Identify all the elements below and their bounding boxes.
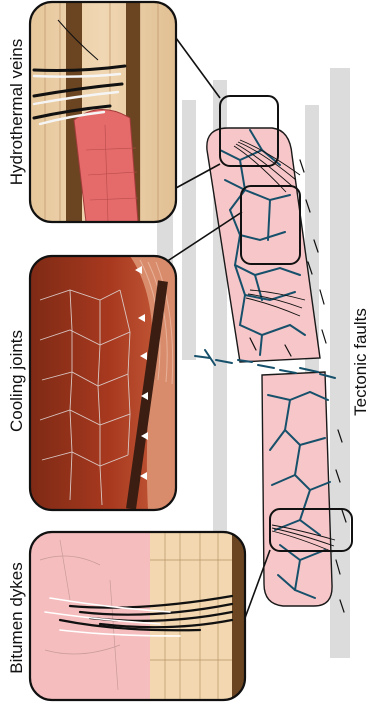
label-cooling-joints: Cooling joints <box>7 330 26 432</box>
inset-cooling <box>30 256 176 510</box>
inset-hydrothermal <box>30 2 176 222</box>
inset-bitumen <box>30 532 245 700</box>
fault-band <box>330 68 350 658</box>
fault-band <box>182 100 196 360</box>
label-bitumen-dykes: Bitumen dykes <box>7 562 26 674</box>
label-tectonic-faults: Tectonic faults <box>351 308 370 416</box>
label-hydrothermal-veins: Hydrothermal veins <box>7 39 26 185</box>
dyke-lower <box>262 372 335 606</box>
